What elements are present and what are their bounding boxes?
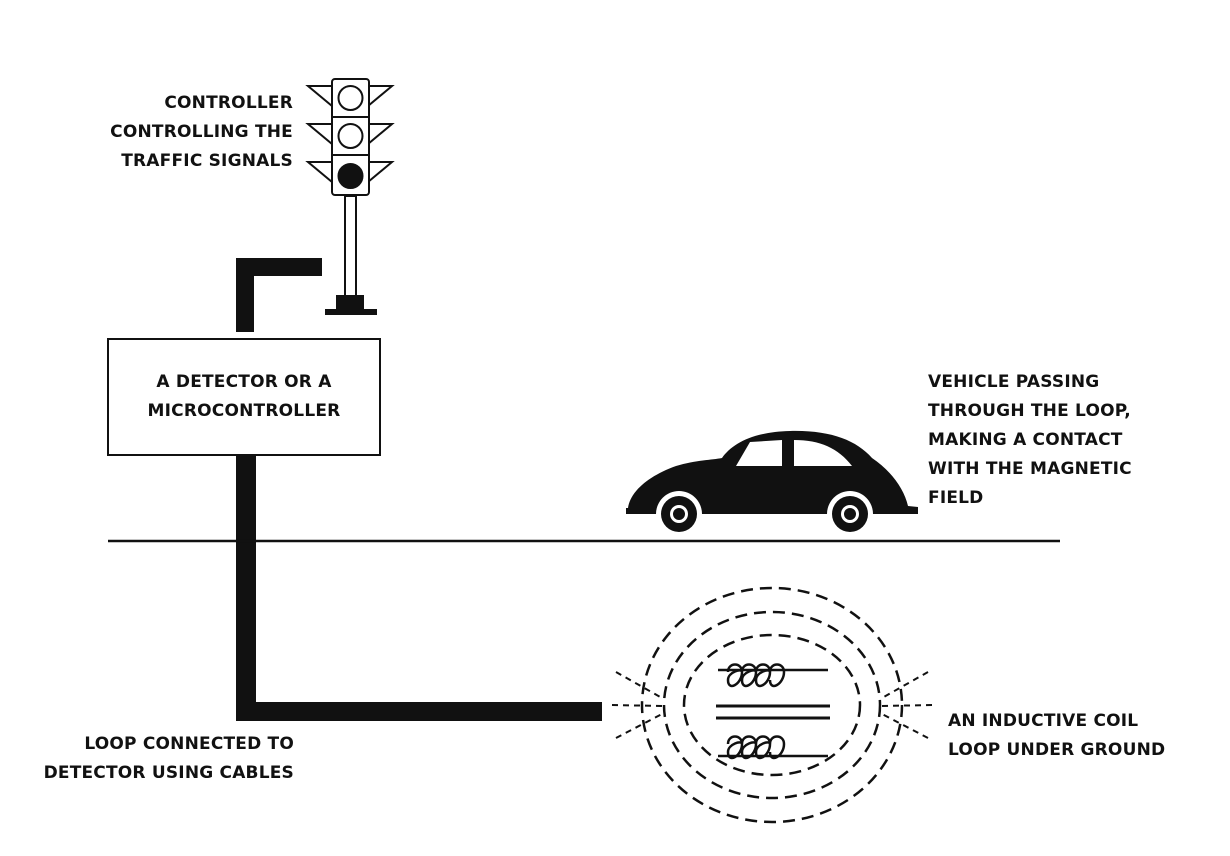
controller-label: CONTROLLER CONTROLLING THE TRAFFIC SIGNA…	[110, 89, 293, 176]
controller-label-line: TRAFFIC SIGNALS	[121, 151, 293, 171]
controller-label-line: CONTROLLING THE	[110, 122, 293, 142]
vehicle-label-line: FIELD	[928, 488, 984, 508]
coil-label-line: LOOP UNDER GROUND	[948, 740, 1166, 760]
detector-label-line: MICROCONTROLLER	[147, 401, 341, 421]
loop-cable-label-line: LOOP CONNECTED TO	[84, 734, 294, 754]
coil-label-line: AN INDUCTIVE COIL	[948, 711, 1139, 731]
detector-box	[107, 338, 381, 456]
controller-label-line: CONTROLLER	[164, 93, 293, 113]
vehicle-label-line: WITH THE MAGNETIC	[928, 459, 1132, 479]
car-icon	[626, 430, 918, 537]
detector-label: A DETECTOR OR A MICROCONTROLLER	[107, 368, 381, 426]
vehicle-label-line: VEHICLE PASSING	[928, 372, 1100, 392]
loop-cable-label-line: DETECTOR USING CABLES	[43, 763, 294, 783]
vehicle-label-line: MAKING A CONTACT	[928, 430, 1123, 450]
vehicle-label-line: THROUGH THE LOOP,	[928, 401, 1131, 421]
detector-label-line: A DETECTOR OR A	[156, 372, 332, 392]
traffic-light-icon	[305, 78, 395, 315]
vehicle-label: VEHICLE PASSING THROUGH THE LOOP, MAKING…	[928, 368, 1132, 513]
loop-cable	[236, 456, 602, 721]
inductive-coil-icon	[611, 586, 933, 824]
loop-cable-label: LOOP CONNECTED TO DETECTOR USING CABLES	[44, 730, 294, 788]
coil-label: AN INDUCTIVE COIL LOOP UNDER GROUND	[948, 707, 1165, 765]
controller-cable	[236, 258, 322, 332]
